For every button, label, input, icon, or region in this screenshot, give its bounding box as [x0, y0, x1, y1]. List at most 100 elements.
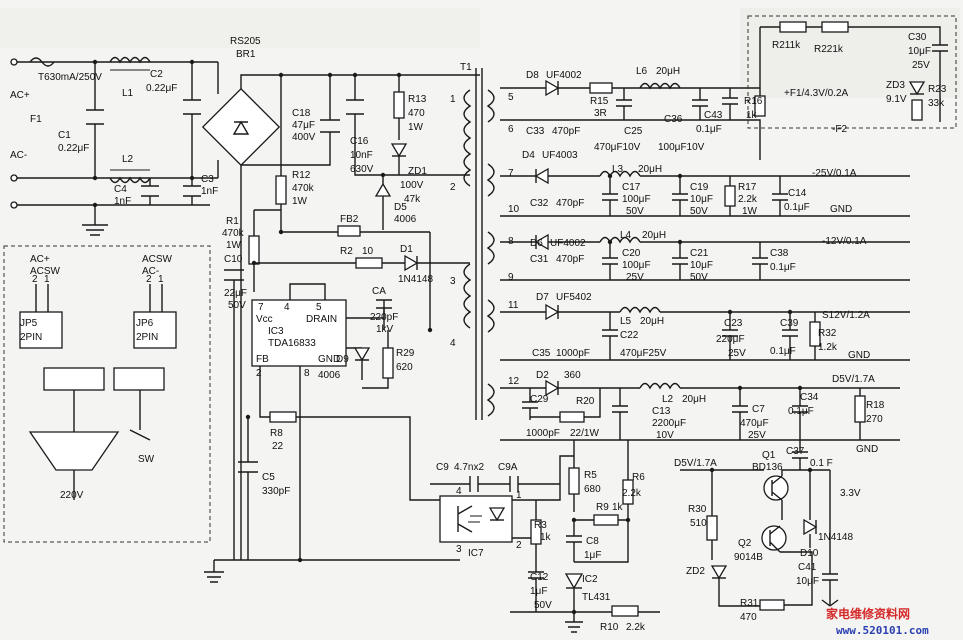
f2-output: -F2: [832, 124, 847, 135]
gnd-label-3: GND: [856, 444, 878, 455]
r8-value: 22: [272, 441, 284, 452]
l6-value: 20μH: [656, 66, 680, 77]
c20-voltage: 25V: [626, 272, 644, 283]
c13-voltage: 10V: [656, 430, 674, 441]
l2b-value: 20μH: [682, 394, 706, 405]
c29-value: 1000pF: [526, 428, 560, 439]
optocoupler-icon: [439, 495, 513, 543]
c19-value: 10μF: [690, 194, 713, 205]
c31-ref: C31: [530, 254, 549, 265]
r13-ref: R13: [408, 94, 427, 105]
c14-ref: C14: [788, 188, 807, 199]
c21-value: 10μF: [690, 260, 713, 271]
ca-value: 220pF: [370, 312, 398, 323]
c17-value: 100μF: [622, 194, 651, 205]
output-minus-25v: -25V/0.1A: [812, 168, 857, 179]
c30-value: 10μF: [908, 46, 931, 57]
c2-ref: C2: [150, 69, 163, 80]
c8-ref: C8: [586, 536, 599, 547]
output-d5v: D5V/1.7A: [832, 374, 875, 385]
d2-ref: D2: [536, 370, 549, 381]
c33-ref: C33: [526, 126, 545, 137]
ic7-pin2: 2: [516, 540, 522, 551]
r16-ref: R16: [744, 96, 763, 107]
ic7-pin3: 3: [456, 544, 462, 555]
c9-value: 4.7nx2: [454, 462, 484, 473]
c37-value: 0.1 F: [810, 458, 833, 469]
l4-ref: L4: [620, 230, 632, 241]
d1-value: 1N4148: [398, 274, 433, 285]
c39-value: 0.1μF: [770, 346, 796, 357]
l1-ref: L1: [122, 88, 134, 99]
c9a-ref: C9A: [498, 462, 518, 473]
voltage-220v-label: 220V: [60, 490, 84, 501]
ac-minus-terminal: [10, 174, 18, 182]
r10-value: 2.2k: [626, 622, 646, 633]
zd2-ref: ZD2: [686, 566, 705, 577]
r30-value: 510: [690, 518, 707, 529]
d10-ref: D10: [800, 548, 819, 559]
jp6-ref: JP6: [136, 318, 154, 329]
d9-ref: D9: [336, 354, 349, 365]
ground-icon: [565, 612, 583, 633]
primary-circuit: [204, 72, 470, 583]
ic3-fb: FB: [256, 354, 269, 365]
c33-value: 470pF: [552, 126, 580, 137]
c7-value: 470μF: [740, 418, 769, 429]
jp5-term-b: ACSW: [30, 266, 61, 277]
c36-ref: C36: [664, 114, 683, 125]
r9-value: 1k: [612, 502, 624, 513]
r23-ref: R23: [928, 84, 947, 95]
c3-ref: C3: [201, 174, 214, 185]
t1-pin1: 1: [450, 94, 456, 105]
r18-value: 270: [866, 414, 883, 425]
t1-pin5: 5: [508, 92, 514, 103]
c36-value: 100μF10V: [658, 142, 705, 153]
d8-ref: D8: [526, 70, 539, 81]
q2-ref: Q2: [738, 538, 752, 549]
gnd-label-1: GND: [830, 204, 852, 215]
r18-ref: R18: [866, 400, 885, 411]
d7-value: UF5402: [556, 292, 592, 303]
c12-value: 1μF: [530, 586, 547, 597]
jp5-pin-b: 1: [44, 274, 50, 285]
l3-value: 20μH: [638, 164, 662, 175]
output-3v3: 3.3V: [840, 488, 861, 499]
r21-label: R211k: [772, 40, 801, 51]
d4-ref: D4: [522, 150, 535, 161]
ground-icon: [82, 205, 108, 236]
c1-ref: C1: [58, 130, 71, 141]
d1-ref: D1: [400, 244, 413, 255]
ic3-pin4: 4: [284, 302, 290, 313]
r6-value: 2.2k: [622, 488, 642, 499]
t1-pin9: 9: [508, 272, 514, 283]
gnd-label-2: GND: [848, 350, 870, 361]
r17-value: 2.2k: [738, 194, 758, 205]
c43-value: 0.1μF: [696, 124, 722, 135]
c4-value: 1nF: [114, 196, 131, 207]
c2-value: 0.22μF: [146, 83, 177, 94]
bridge-part: RS205: [230, 36, 261, 47]
r12-power: 1W: [292, 196, 308, 207]
c18-ref: C18: [292, 108, 311, 119]
jp6-term-a: ACSW: [142, 254, 173, 265]
r31-value: 470: [740, 612, 757, 623]
r29-ref: R29: [396, 348, 415, 359]
r16-value: 1k: [746, 110, 758, 121]
c1-value: 0.22μF: [58, 143, 89, 154]
c17-ref: C17: [622, 182, 641, 193]
r9-ref: R9: [596, 502, 609, 513]
c12-voltage: 50V: [534, 600, 552, 611]
f1-output: +F1/4.3V/0.2A: [784, 88, 849, 99]
jp6-pin-a: 2: [146, 274, 152, 285]
zd1-ref: ZD1: [408, 166, 427, 177]
t1-pin8: 8: [508, 236, 514, 247]
r2-value: 10: [362, 246, 374, 257]
q1-ref: Q1: [762, 450, 776, 461]
ac-plus-terminal: [10, 58, 18, 66]
jp5-term-a: AC+: [30, 254, 50, 265]
common-mode-choke-icon: [109, 56, 151, 184]
jp5-ref: JP5: [20, 318, 38, 329]
r20-ref: R20: [576, 396, 595, 407]
